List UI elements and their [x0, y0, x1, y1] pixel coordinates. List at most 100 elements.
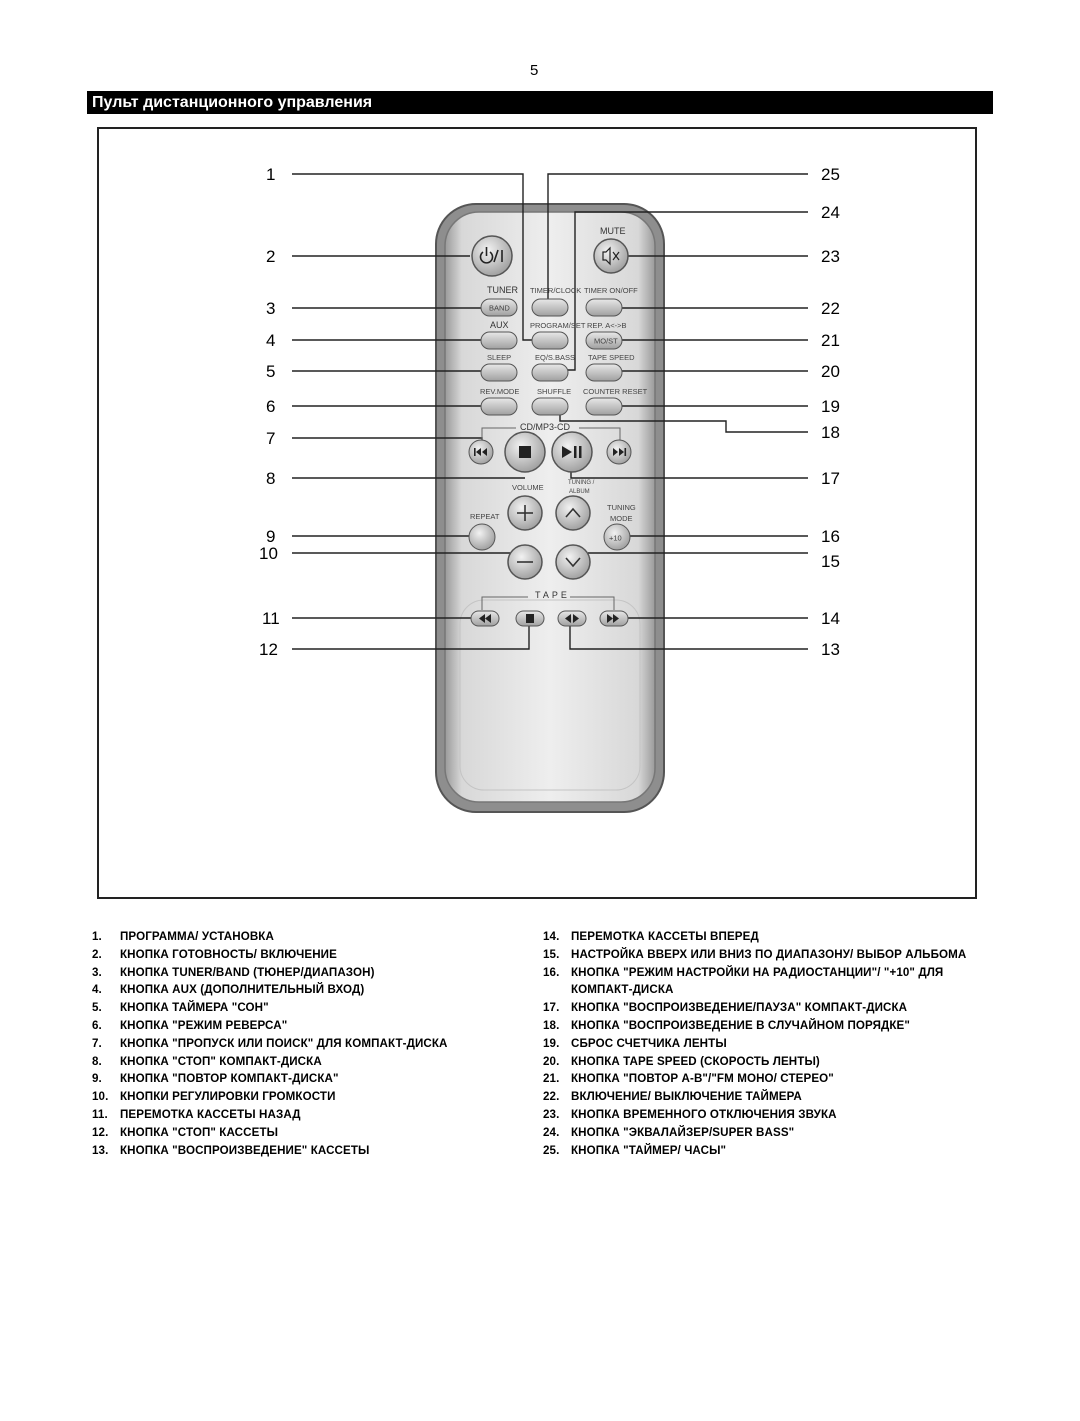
timer-clock-button[interactable] — [531, 298, 569, 317]
skip-back-icon — [474, 448, 487, 456]
callout-7: 7 — [266, 429, 275, 448]
shuffle-button[interactable] — [531, 397, 569, 416]
tape-speed-button[interactable] — [585, 363, 623, 382]
aux-label: AUX — [490, 320, 509, 330]
legend-text: КНОПКА AUX (ДОПОЛНИТЕЛЬНЫЙ ВХОД) — [120, 983, 365, 997]
legend-text: НАСТРОЙКА ВВЕРХ ИЛИ ВНИЗ ПО ДИАПАЗОНУ/ В… — [571, 947, 967, 961]
mute-label: MUTE — [600, 226, 626, 236]
legend-item: 4. КНОПКА AUX (ДОПОЛНИТЕЛЬНЫЙ ВХОД) — [92, 981, 532, 999]
callout-23: 23 — [821, 247, 840, 266]
repeat-button[interactable] — [468, 523, 496, 551]
tuning-mode-button[interactable]: +10 — [603, 523, 631, 551]
legend-item: 9.КНОПКА "ПОВТОР КОМПАКТ-ДИСКА" — [92, 1070, 532, 1088]
tape-bracket — [481, 596, 615, 610]
legend-item: 19.СБРОС СЧЕТЧИКА ЛЕНТЫ — [543, 1035, 983, 1053]
legend-text: КНОПКА ГОТОВНОСТЬ/ ВКЛЮЧЕНИЕ — [120, 947, 337, 961]
rewind-icon — [479, 614, 491, 623]
legend-item: 12.КНОПКА "СТОП" КАССЕТЫ — [92, 1124, 532, 1142]
timer-onoff-label: TIMER ON/OFF — [584, 286, 638, 295]
callout-24: 24 — [821, 203, 840, 222]
band-button[interactable]: BAND — [480, 298, 518, 317]
tuner-label: TUNER — [487, 285, 518, 295]
legend-item: 17.КНОПКА "ВОСПРОИЗВЕДЕНИЕ/ПАУЗА" КОМПАК… — [543, 999, 983, 1017]
mo-st-button[interactable]: MO/ST — [585, 331, 623, 350]
tuning-mode-label-1: TUNING — [607, 503, 636, 512]
power-icon — [479, 247, 503, 264]
tape-stop-button[interactable] — [515, 610, 545, 627]
volume-up-button[interactable] — [507, 495, 543, 531]
repeat-label: REPEAT — [470, 512, 500, 521]
tape-fast-forward-button[interactable] — [599, 610, 629, 627]
volume-down-button[interactable] — [507, 544, 543, 580]
callout-12: 12 — [259, 640, 278, 659]
legend-num: 3. — [92, 965, 102, 979]
legend-item: 22.ВКЛЮЧЕНИЕ/ ВЫКЛЮЧЕНИЕ ТАЙМЕРА — [543, 1088, 983, 1106]
legend-num: 7. — [92, 1036, 102, 1050]
sleep-button[interactable] — [480, 363, 518, 382]
power-button[interactable] — [471, 235, 513, 277]
mute-button[interactable] — [593, 238, 629, 274]
program-set-label: PROGRAM/SET — [530, 321, 586, 330]
tape-play-button[interactable] — [557, 610, 587, 627]
legend-num: 15. — [543, 947, 560, 961]
cd-mp3-cd-label: CD/MP3-CD — [520, 422, 571, 432]
aux-button[interactable] — [480, 331, 518, 350]
legend-item: 15. НАСТРОЙКА ВВЕРХ ИЛИ ВНИЗ ПО ДИАПАЗОНУ… — [543, 946, 983, 964]
legend-text: КНОПКА "ВОСПРОИЗВЕДЕНИЕ В СЛУЧАЙНОМ ПОРЯ… — [571, 1018, 910, 1032]
cd-bracket — [481, 427, 621, 440]
legend-text: КНОПКИ РЕГУЛИРОВКИ ГРОМКОСТИ — [120, 1090, 336, 1104]
legend-num: 8. — [92, 1054, 102, 1068]
timer-onoff-button[interactable] — [585, 298, 623, 317]
legend-item: 25.КНОПКА "ТАЙМЕР/ ЧАСЫ" — [543, 1142, 983, 1160]
skip-forward-icon — [613, 448, 627, 456]
legend-num: 13. — [92, 1143, 109, 1157]
tuning-album-label: TUNING / — [568, 480, 595, 486]
rev-mode-button[interactable] — [480, 397, 518, 416]
callout-20: 20 — [821, 362, 840, 381]
cd-skip-forward-button[interactable] — [606, 439, 632, 465]
legend-item: 14.ПЕРЕМОТКА КАССЕТЫ ВПЕРЕД — [543, 928, 983, 946]
legend-text: ПЕРЕМОТКА КАССЕТЫ ВПЕРЕД — [571, 930, 759, 943]
cd-skip-back-button[interactable] — [468, 439, 494, 465]
eq-sbass-button[interactable] — [531, 363, 569, 382]
legend-num: 4. — [92, 983, 102, 997]
plus-icon — [517, 505, 533, 521]
cd-play-pause-button[interactable] — [551, 431, 593, 473]
counter-reset-label: COUNTER RESET — [583, 387, 648, 396]
callout-11: 11 — [262, 609, 280, 628]
legend-item: 18.КНОПКА "ВОСПРОИЗВЕДЕНИЕ В СЛУЧАЙНОМ П… — [543, 1017, 983, 1035]
program-set-button[interactable] — [531, 331, 569, 350]
legend-num: 1. — [92, 930, 102, 943]
callout-19: 19 — [821, 397, 840, 416]
counter-reset-button[interactable] — [585, 397, 623, 416]
mute-icon — [602, 246, 620, 266]
legend-item: 10. КНОПКИ РЕГУЛИРОВКИ ГРОМКОСТИ — [92, 1088, 532, 1106]
legend-text: КНОПКА "СТОП" КАССЕТЫ — [120, 1125, 279, 1139]
legend-text: КНОПКА "ЭКВАЛАЙЗЕР/SUPER BASS" — [571, 1125, 795, 1139]
legend-text: КНОПКА "ПОВТОР КОМПАКТ-ДИСКА" — [120, 1072, 339, 1086]
legend-item: 23.КНОПКА ВРЕМЕННОГО ОТКЛЮЧЕНИЯ ЗВУКА — [543, 1106, 983, 1124]
legend-item: 16.КНОПКА "РЕЖИМ НАСТРОЙКИ НА РАДИОСТАНЦ… — [543, 964, 983, 1000]
section-title: Пульт дистанционного управления — [87, 91, 993, 114]
callouts-left: 1 2 3 4 5 6 7 8 9 10 11 12 — [259, 165, 280, 659]
plus10-label: +10 — [609, 534, 622, 543]
callout-17: 17 — [821, 469, 840, 488]
legend-num: 2. — [92, 947, 102, 961]
legend-item: 24.КНОПКА "ЭКВАЛАЙЗЕР/SUPER BASS" — [543, 1124, 983, 1142]
tape-rewind-button[interactable] — [470, 610, 500, 627]
cd-stop-button[interactable] — [504, 431, 546, 473]
legend-text: КНОПКА ТАЙМЕРА "СОН" — [120, 1001, 269, 1015]
tuning-up-button[interactable] — [555, 495, 591, 531]
callout-13: 13 — [821, 640, 840, 659]
legend-text: КНОПКА "РЕЖИМ НАСТРОЙКИ НА РАДИОСТАНЦИИ"… — [571, 965, 944, 997]
legend-num: 10. — [92, 1090, 109, 1104]
tape-play-reverse-icon — [565, 614, 579, 623]
callout-16: 16 — [821, 527, 840, 546]
legend-text: ВКЛЮЧЕНИЕ/ ВЫКЛЮЧЕНИЕ ТАЙМЕРА — [571, 1090, 802, 1104]
legend-item: 11.ПЕРЕМОТКА КАССЕТЫ НАЗАД — [92, 1106, 532, 1124]
volume-label: VOLUME — [512, 483, 544, 492]
band-label: BAND — [489, 304, 510, 313]
tuning-down-button[interactable] — [555, 544, 591, 580]
callout-25: 25 — [821, 165, 840, 184]
chevron-down-icon — [565, 557, 581, 568]
